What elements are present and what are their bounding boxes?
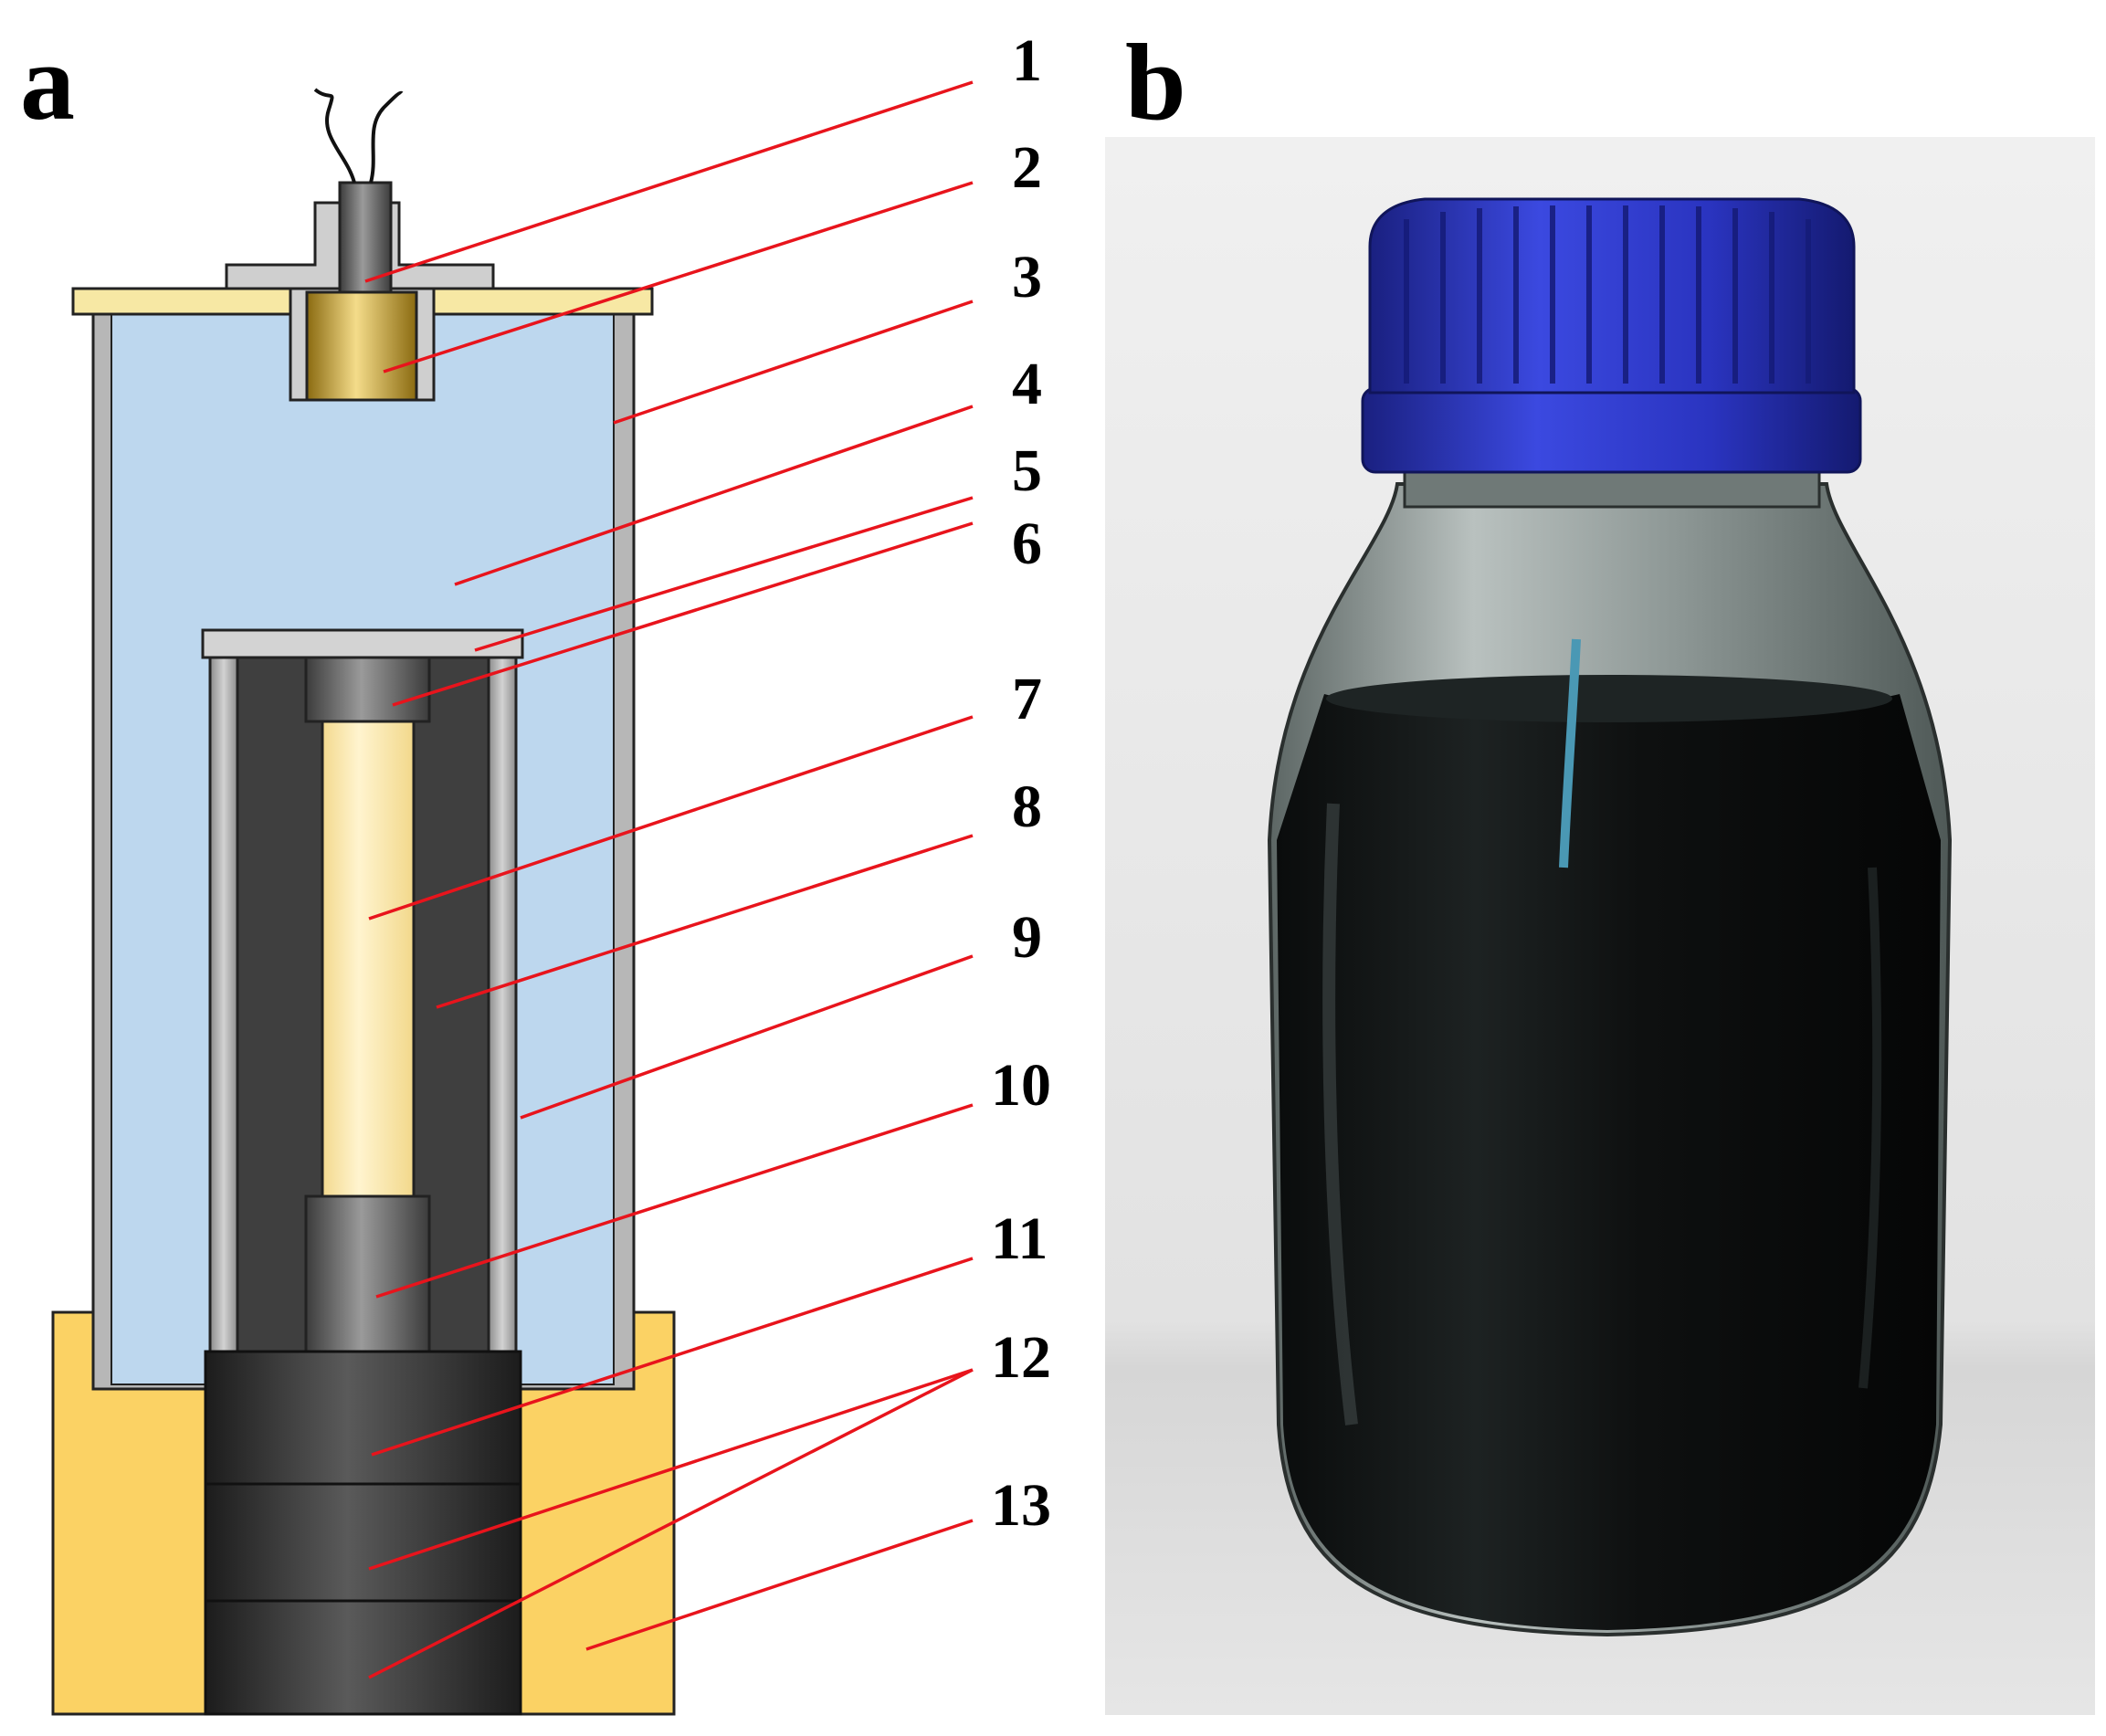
top-rod-holder bbox=[304, 656, 431, 723]
cap-grooves bbox=[1404, 205, 1811, 384]
part-label-3: 3 bbox=[1012, 244, 1042, 310]
part-label-1: 1 bbox=[1012, 27, 1042, 94]
leader-3 bbox=[613, 300, 974, 425]
part-label-6: 6 bbox=[1012, 510, 1042, 577]
part-label-10: 10 bbox=[991, 1052, 1051, 1119]
liquid-surface bbox=[1326, 675, 1892, 722]
part-label-5: 5 bbox=[1012, 437, 1042, 504]
leader-12a bbox=[368, 1368, 974, 1571]
leader-2 bbox=[383, 181, 974, 374]
bottle-photo bbox=[1267, 197, 1953, 1637]
leader-1 bbox=[364, 80, 974, 283]
part-label-2: 2 bbox=[1012, 134, 1042, 201]
bottom-rod-holder bbox=[304, 1194, 431, 1353]
panel-b-letter: b bbox=[1125, 21, 1186, 142]
panel-a-letter: a bbox=[20, 21, 75, 142]
wires-icon bbox=[313, 88, 356, 184]
leader-6 bbox=[392, 521, 974, 707]
leader-7 bbox=[368, 715, 974, 921]
leader-8 bbox=[436, 834, 974, 1009]
part-label-12: 12 bbox=[991, 1324, 1051, 1391]
leader-4 bbox=[454, 405, 974, 586]
inner-cup-wall-right bbox=[487, 656, 518, 1390]
cap-ring bbox=[1361, 386, 1862, 474]
heater-rod bbox=[321, 720, 416, 1198]
part-label-4: 4 bbox=[1012, 351, 1042, 417]
part-label-8: 8 bbox=[1012, 773, 1042, 840]
leader-13 bbox=[585, 1519, 974, 1651]
inner-cup-lid bbox=[201, 628, 524, 659]
part-number-labels: 1 2 3 4 5 6 7 8 9 10 11 12 13 bbox=[991, 27, 1051, 1539]
dark-liquid bbox=[1277, 694, 1941, 1630]
base-block-upper bbox=[204, 1350, 522, 1486]
leader-9 bbox=[520, 954, 974, 1120]
part-label-13: 13 bbox=[991, 1472, 1051, 1539]
leader-lines bbox=[364, 80, 974, 1679]
part-label-7: 7 bbox=[1012, 666, 1042, 732]
base-block-lower bbox=[204, 1599, 522, 1716]
part-label-9: 9 bbox=[1012, 904, 1042, 971]
inner-cup-wall-left bbox=[208, 656, 239, 1390]
gold-transducer bbox=[305, 290, 418, 402]
part-label-11: 11 bbox=[991, 1205, 1048, 1272]
leader-11 bbox=[371, 1257, 974, 1457]
blue-thread bbox=[1559, 638, 1581, 868]
panel-a-diagram: a bbox=[20, 21, 1051, 1716]
leader-5 bbox=[474, 496, 974, 652]
panel-b-photo: b bbox=[1105, 21, 2095, 1715]
leader-10 bbox=[375, 1103, 974, 1299]
base-block-middle bbox=[204, 1482, 522, 1603]
leader-12b bbox=[368, 1368, 974, 1679]
